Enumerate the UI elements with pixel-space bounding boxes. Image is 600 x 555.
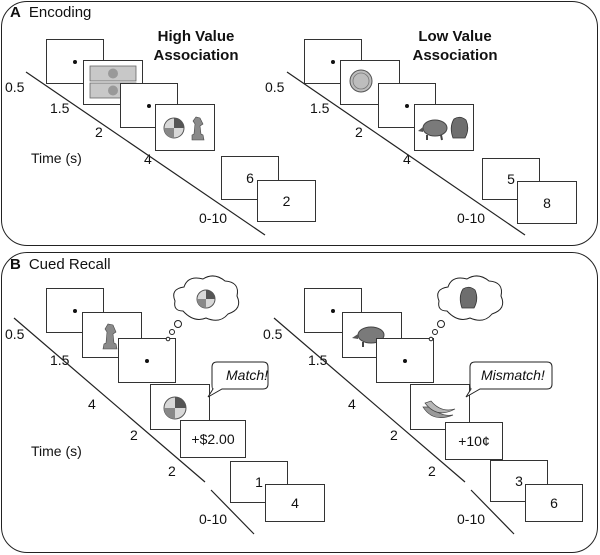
duration-label: 2 <box>95 124 103 140</box>
duration-label: 0.5 <box>5 79 25 95</box>
speech-bubble <box>465 361 553 398</box>
distractor-number: 2 <box>282 193 291 209</box>
timeline-line <box>273 317 466 483</box>
distractor-number: 4 <box>291 495 299 511</box>
timeline-line <box>470 489 515 535</box>
distractor-frame: 2 <box>257 180 316 222</box>
fixation-dot <box>331 59 335 64</box>
duration-label: 4 <box>88 396 96 412</box>
duration-label: 2 <box>355 124 363 140</box>
feedback-match-label: Match! <box>226 367 269 383</box>
duration-label: 0-10 <box>199 210 228 226</box>
distractor-number: 8 <box>543 194 551 211</box>
duration-label: 4 <box>348 396 356 412</box>
duration-label: 1.5 <box>50 100 70 116</box>
fixation-dot <box>73 308 77 313</box>
fixation-dot <box>73 59 77 64</box>
duration-label: 0-10 <box>457 210 486 226</box>
speech-bubble <box>207 361 269 398</box>
reward-frame: +10¢ <box>445 422 503 460</box>
distractor-frame: 8 <box>517 181 577 224</box>
duration-label: 1.5 <box>308 352 328 368</box>
distractor-number: 6 <box>246 170 254 186</box>
fixation-dot <box>403 358 407 363</box>
timeline-line <box>13 317 206 483</box>
fixation-dot <box>405 103 409 108</box>
pair-frame <box>414 104 474 151</box>
pair-frame <box>155 104 215 151</box>
beach-ball-icon <box>163 117 185 139</box>
armadillo-icon <box>418 119 448 141</box>
chess-knight-icon <box>191 116 205 141</box>
baseball-glove-icon <box>459 286 478 309</box>
feedback-mismatch-label: Mismatch! <box>481 367 545 383</box>
distractor-number: 6 <box>550 495 558 511</box>
time-axis-label: Time (s) <box>31 150 82 166</box>
distractor-frame: 6 <box>525 484 583 522</box>
fixation-frame <box>118 338 176 383</box>
timeline-line <box>286 71 526 236</box>
duration-label: 4 <box>144 151 152 167</box>
duration-label: 0.5 <box>263 326 283 342</box>
beach-ball-icon <box>163 396 187 420</box>
duration-label: 2 <box>130 427 138 443</box>
chess-knight-icon <box>102 323 118 350</box>
duration-label: 1.5 <box>50 352 70 368</box>
fixation-dot <box>145 358 149 363</box>
bananas-icon <box>422 400 456 418</box>
fixation-dot <box>331 308 335 313</box>
reward-frame: +$2.00 <box>180 420 246 458</box>
distractor-number: 1 <box>255 474 263 490</box>
duration-label: 2 <box>168 463 176 479</box>
duration-label: 0.5 <box>265 79 285 95</box>
duration-label: 0-10 <box>199 511 228 527</box>
distractor-frame: 4 <box>265 484 325 522</box>
duration-label: 4 <box>403 151 411 167</box>
distractor-number: 5 <box>507 171 515 187</box>
fixation-frame <box>46 288 104 333</box>
timeline-line <box>25 71 266 236</box>
duration-label: 0-10 <box>457 511 486 527</box>
fixation-dot <box>147 103 151 108</box>
baseball-glove-icon <box>450 116 469 139</box>
dime-coin-icon <box>349 69 373 93</box>
fixation-frame <box>376 338 434 383</box>
distractor-number: 3 <box>515 473 523 489</box>
duration-label: 2 <box>428 463 436 479</box>
duration-label: 0.5 <box>5 326 25 342</box>
duration-label: 2 <box>390 427 398 443</box>
reward-value: +$2.00 <box>191 431 235 447</box>
reward-value: +10¢ <box>458 433 490 449</box>
timeline-line <box>210 489 255 535</box>
time-axis-label: Time (s) <box>31 443 82 459</box>
duration-label: 1.5 <box>310 100 330 116</box>
beach-ball-icon <box>196 289 216 309</box>
thought-cloud <box>165 275 240 342</box>
